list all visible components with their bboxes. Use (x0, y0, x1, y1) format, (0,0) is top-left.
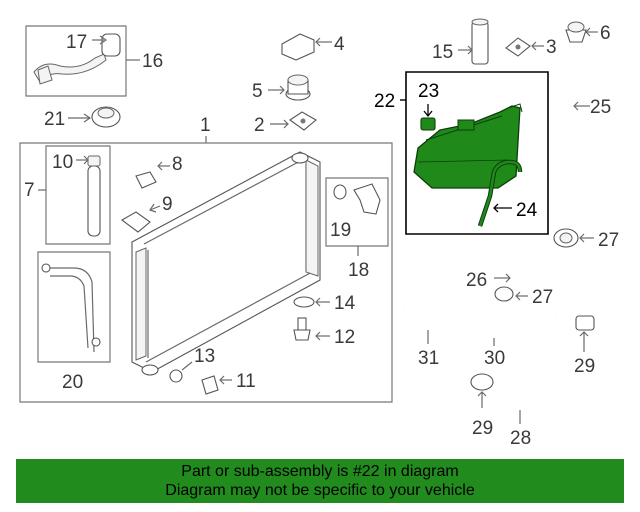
part-9-bracket[interactable] (121, 203, 161, 233)
part-15-sleeve[interactable] (458, 18, 489, 65)
part-26-hose[interactable] (494, 251, 568, 283)
callout-17: 17 (66, 32, 87, 53)
callout-27-upper: 27 (598, 230, 619, 251)
callout-10: 10 (52, 152, 73, 173)
part-3-bracket[interactable] (505, 37, 544, 57)
callout-4: 4 (334, 34, 345, 55)
reservoir-assembly-box (405, 71, 549, 235)
callout-24: 24 (516, 200, 538, 221)
part-14-oring[interactable] (293, 296, 330, 308)
part-24-reservoir-hose[interactable] (477, 159, 523, 227)
callout-6: 6 (600, 23, 611, 44)
part-30-hose[interactable] (434, 255, 501, 346)
part-27-clamp-upper[interactable] (553, 228, 594, 248)
callout-20: 20 (62, 372, 83, 393)
part-8-clip[interactable] (135, 161, 170, 189)
radiator-assembly-box (19, 142, 393, 403)
part-22-reservoir-tank[interactable] (413, 103, 523, 189)
part-27-clamp-lower[interactable] (494, 286, 528, 302)
part-25-hose[interactable] (558, 73, 593, 191)
callout-7: 7 (24, 180, 35, 201)
callout-21: 21 (44, 109, 65, 130)
callout-29-left: 29 (472, 418, 493, 439)
callout-15: 15 (432, 42, 453, 63)
callout-23: 23 (418, 81, 439, 102)
callout-12: 12 (334, 327, 355, 348)
callout-19: 19 (330, 220, 351, 241)
callout-27-lower: 27 (532, 287, 553, 308)
callout-3: 3 (546, 37, 557, 58)
callout-5: 5 (252, 81, 263, 102)
part-11-bushing[interactable] (201, 375, 232, 395)
callout-1: 1 (200, 115, 211, 136)
part-23-reservoir-cap[interactable] (420, 104, 436, 131)
part-7-drier[interactable] (76, 155, 101, 237)
callout-25: 25 (590, 97, 611, 118)
part-group-16[interactable] (25, 25, 140, 97)
callout-8: 8 (172, 154, 183, 175)
part-31-hose[interactable] (403, 308, 469, 344)
part-12-bolt[interactable] (293, 317, 330, 341)
callout-9: 9 (162, 194, 173, 215)
callout-29-right: 29 (574, 356, 595, 377)
callout-31: 31 (418, 348, 439, 369)
part-29-clamp-left[interactable] (470, 373, 494, 408)
callout-30: 30 (484, 348, 505, 369)
callout-26: 26 (466, 270, 487, 291)
part-20-pipe[interactable] (41, 263, 101, 353)
part-13-ring[interactable] (169, 361, 193, 383)
part-29-clamp-right[interactable] (575, 315, 595, 352)
callout-22: 22 (374, 91, 395, 112)
part-21-cap[interactable] (68, 106, 121, 128)
banner-line-2: Diagram may not be specific to your vehi… (165, 482, 475, 499)
part-4-bracket[interactable] (281, 33, 332, 61)
info-banner: Part or sub-assembly is #22 in diagram D… (16, 459, 624, 503)
callout-14: 14 (334, 293, 356, 314)
part-2-bracket[interactable] (270, 111, 317, 131)
part-5-mount[interactable] (268, 74, 311, 101)
part-1-radiator[interactable] (131, 151, 321, 376)
part-19-fitting[interactable] (333, 183, 381, 215)
callout-28: 28 (510, 428, 531, 449)
callout-18: 18 (348, 260, 369, 281)
callout-16: 16 (142, 51, 163, 72)
part-28-lower-hose[interactable] (510, 312, 559, 424)
part-6-grommet[interactable] (565, 21, 598, 43)
callout-13: 13 (194, 346, 215, 367)
parts-diagram: 17 16 21 4 5 2 15 (19, 18, 619, 449)
banner-line-1: Part or sub-assembly is #22 in diagram (181, 463, 459, 480)
callout-11: 11 (236, 371, 256, 392)
callout-2: 2 (254, 115, 265, 136)
